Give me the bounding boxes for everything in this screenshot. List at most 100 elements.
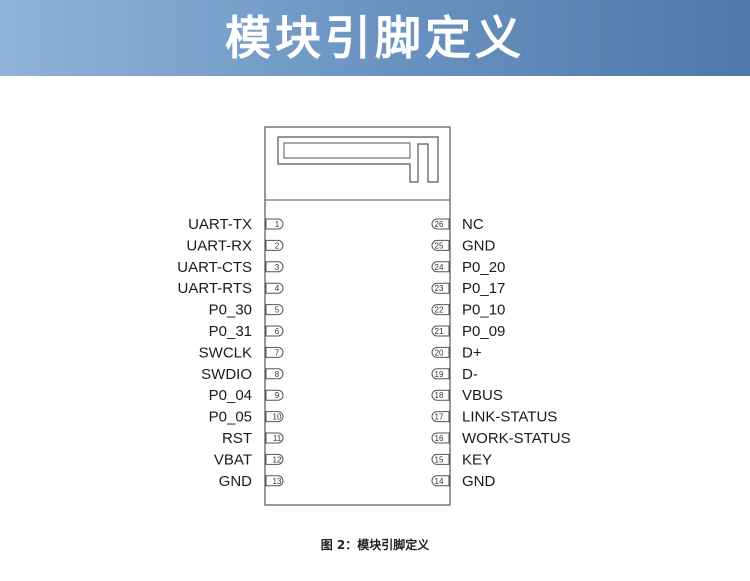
pin-label: KEY — [462, 451, 492, 468]
left-pin-6: 6 P0_31 — [209, 323, 284, 340]
left-pin-13: 13 GND — [219, 473, 284, 490]
pin-number: 5 — [275, 306, 280, 315]
right-pin-15: 15 KEY — [431, 451, 492, 468]
pin-number: 7 — [275, 348, 280, 357]
pin-pad — [265, 261, 284, 273]
pin-pad — [265, 304, 284, 316]
right-pin-23: 23 P0_17 — [431, 280, 505, 297]
pin-label: VBUS — [462, 387, 503, 404]
pin-label: D+ — [462, 344, 482, 361]
pin-pad — [265, 325, 284, 337]
pin-number: 26 — [435, 220, 444, 229]
pin-label: VBAT — [214, 451, 252, 468]
left-pin-11: 11 RST — [222, 430, 284, 447]
pin-label: P0_30 — [209, 302, 252, 319]
left-pin-4: 4 UART-RTS — [178, 280, 284, 297]
pin-pad — [431, 325, 450, 337]
pin-pad — [265, 411, 284, 423]
pin-pad — [431, 411, 450, 423]
pin-pad — [265, 282, 284, 294]
antenna-trace — [277, 136, 439, 183]
pin-pad — [431, 218, 450, 230]
pin-label: WORK-STATUS — [462, 430, 571, 447]
right-pin-22: 22 P0_10 — [431, 302, 505, 319]
left-pin-8: 8 SWDIO — [201, 366, 284, 383]
pin-pad — [431, 239, 450, 251]
right-pin-16: 16 WORK-STATUS — [431, 430, 571, 447]
pin-pad — [431, 261, 450, 273]
pin-label: P0_10 — [462, 302, 505, 319]
pin-label: UART-RTS — [178, 280, 252, 297]
pin-number: 2 — [275, 241, 280, 250]
pin-label: P0_31 — [209, 323, 252, 340]
left-pin-9: 9 P0_04 — [209, 387, 284, 404]
pin-label: UART-TX — [188, 216, 252, 233]
pin-number: 4 — [275, 284, 280, 293]
left-pin-1: 1 UART-TX — [188, 216, 284, 233]
pin-number: 12 — [273, 455, 282, 464]
pin-pad — [431, 346, 450, 358]
left-pin-group: 1UART-TX2UART-RX3UART-CTS4UART-RTS5P0_30… — [177, 216, 284, 490]
pin-pad — [265, 389, 284, 401]
pin-label: SWDIO — [201, 366, 252, 383]
pin-pad — [265, 453, 284, 465]
pin-pad — [265, 346, 284, 358]
pin-number: 13 — [273, 477, 282, 486]
pin-pad — [265, 218, 284, 230]
pin-label: SWCLK — [199, 344, 252, 361]
pin-pad — [265, 368, 284, 380]
pin-pad — [431, 432, 450, 444]
right-pin-17: 17 LINK-STATUS — [431, 409, 557, 426]
pin-number: 11 — [273, 434, 282, 443]
pin-label: GND — [219, 473, 253, 490]
right-pin-19: 19 D- — [431, 366, 478, 383]
pin-number: 9 — [275, 391, 280, 400]
pin-number: 6 — [275, 327, 280, 336]
pin-label: RST — [222, 430, 252, 447]
pin-number: 17 — [435, 413, 444, 422]
pin-label: P0_17 — [462, 280, 505, 297]
antenna-inner-trace — [283, 142, 411, 159]
pin-number: 8 — [275, 370, 280, 379]
page-title: 模块引脚定义 — [225, 11, 525, 65]
pin-label: D- — [462, 366, 478, 383]
pin-number: 19 — [435, 370, 444, 379]
right-pin-21: 21 P0_09 — [431, 323, 505, 340]
pin-label: P0_04 — [209, 387, 252, 404]
pin-pad — [431, 389, 450, 401]
left-pin-7: 7 SWCLK — [199, 344, 284, 361]
left-pin-3: 3 UART-CTS — [177, 259, 284, 276]
pin-number: 14 — [435, 477, 444, 486]
pin-pad — [265, 475, 284, 487]
module-body — [264, 126, 451, 506]
pin-pad — [431, 368, 450, 380]
pin-number: 3 — [275, 263, 280, 272]
pin-pad — [265, 239, 284, 251]
pin-number: 15 — [435, 455, 444, 464]
pin-label: UART-CTS — [177, 259, 252, 276]
pin-label: P0_09 — [462, 323, 505, 340]
right-pin-20: 20 D+ — [431, 344, 482, 361]
pin-number: 20 — [435, 348, 444, 357]
pin-pad — [431, 453, 450, 465]
pin-number: 1 — [275, 220, 280, 229]
pin-label: LINK-STATUS — [462, 409, 557, 426]
pin-number: 23 — [435, 284, 444, 293]
pin-number: 10 — [273, 413, 282, 422]
figure-caption: 图 2：模块引脚定义 — [320, 538, 430, 552]
pin-pad — [431, 304, 450, 316]
header-banner — [0, 0, 750, 76]
pin-number: 16 — [435, 434, 444, 443]
pin-pad — [431, 282, 450, 294]
pin-number: 22 — [435, 306, 444, 315]
left-pin-5: 5 P0_30 — [209, 302, 284, 319]
pin-number: 21 — [435, 327, 444, 336]
pin-pad — [431, 475, 450, 487]
pin-label: GND — [462, 473, 496, 490]
